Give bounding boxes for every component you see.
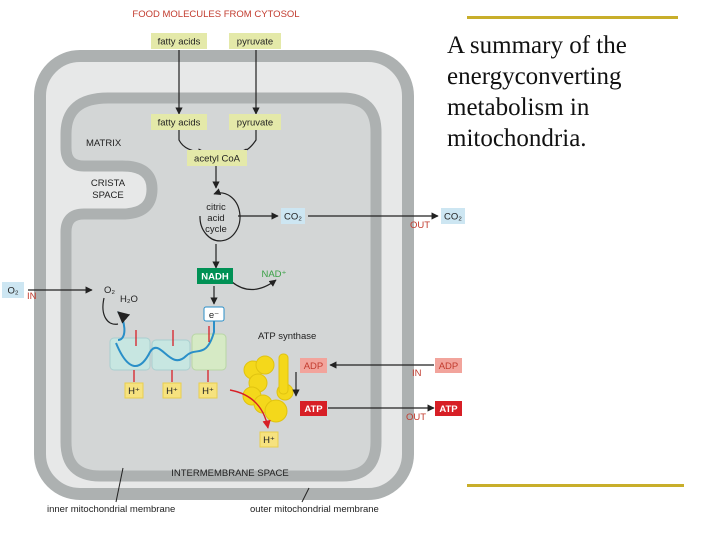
h-plus-4: H⁺ bbox=[263, 435, 275, 446]
h2o-label: H₂O bbox=[120, 294, 138, 305]
pyruvate-matrix-label: pyruvate bbox=[237, 118, 273, 129]
in-label-o2: IN bbox=[27, 291, 37, 302]
crista-label-2: SPACE bbox=[92, 190, 124, 201]
nad-label: NAD⁺ bbox=[261, 269, 286, 280]
inner-membrane bbox=[60, 92, 382, 482]
out-label-co2: OUT bbox=[410, 220, 430, 231]
cycle-label: cycle bbox=[205, 224, 227, 235]
caption-top-rule bbox=[467, 16, 678, 19]
atp-synthase bbox=[242, 353, 294, 423]
cycle-ring bbox=[199, 188, 241, 242]
atp-matrix-label: ATP bbox=[304, 404, 323, 415]
h-plus-2: H⁺ bbox=[166, 386, 178, 397]
electron-label: e⁻ bbox=[209, 310, 219, 321]
inner-membrane-label: inner mitochondrial membrane bbox=[47, 504, 175, 515]
out-label-atp: OUT bbox=[406, 412, 426, 423]
atp-out-label: ATP bbox=[439, 404, 458, 415]
outer-membrane-label: outer mitochondrial membrane bbox=[250, 504, 379, 515]
food-title: FOOD MOLECULES FROM CYTOSOL bbox=[132, 9, 299, 20]
o2-matrix-label: O₂ bbox=[104, 285, 115, 296]
electron-path bbox=[115, 314, 215, 368]
pyruvate-label: pyruvate bbox=[237, 37, 273, 48]
in-label-adp: IN bbox=[412, 368, 422, 379]
matrix-label: MATRIX bbox=[86, 138, 122, 149]
h-plus-1: H⁺ bbox=[128, 386, 140, 397]
caption-bottom-rule bbox=[467, 484, 684, 487]
fatty-acids-matrix-label: fatty acids bbox=[158, 118, 201, 129]
o2-outside-label: O₂ bbox=[7, 286, 18, 297]
acid-label: acid bbox=[207, 213, 224, 224]
co2-matrix-label: CO₂ bbox=[284, 212, 302, 223]
adp-matrix-label: ADP bbox=[304, 361, 324, 372]
atp-synthase-label: ATP synthase bbox=[258, 331, 316, 342]
slide-caption: A summary of the energyconverting metabo… bbox=[447, 32, 627, 152]
nadh-label: NADH bbox=[201, 272, 229, 283]
fatty-acids-label: fatty acids bbox=[158, 37, 201, 48]
co2-out-label: CO₂ bbox=[444, 212, 462, 223]
adp-in-label: ADP bbox=[439, 361, 459, 372]
citric-label: citric bbox=[206, 202, 226, 213]
complex-two bbox=[151, 339, 191, 371]
h-plus-3: H⁺ bbox=[202, 386, 214, 397]
crista-label-1: CRISTA bbox=[91, 178, 126, 189]
acetyl-coa-label: acetyl CoA bbox=[194, 154, 241, 165]
intermembrane-label: INTERMEMBRANE SPACE bbox=[171, 468, 289, 479]
